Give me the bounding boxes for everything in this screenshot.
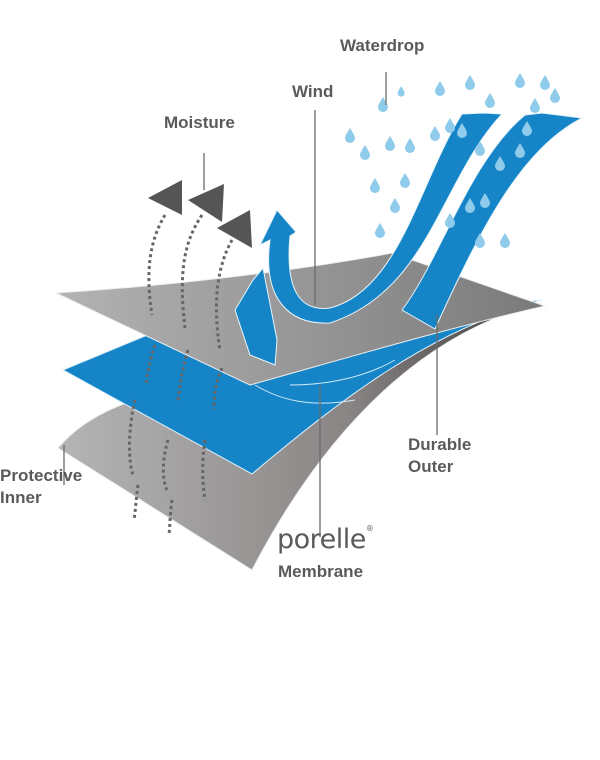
wind-label: Wind bbox=[292, 82, 334, 101]
durable-outer-line-1: Durable bbox=[408, 435, 472, 454]
arrow-icon bbox=[217, 210, 252, 248]
arrow-icon bbox=[188, 184, 224, 222]
protective-inner-line-1: Protective bbox=[0, 466, 83, 485]
leader-lines bbox=[63, 72, 438, 537]
registered-mark: ® bbox=[365, 524, 374, 533]
waterdrop-label: Waterdrop bbox=[340, 36, 425, 55]
porelle-logo: porelle® bbox=[277, 524, 374, 555]
durable-outer-line-2: Outer bbox=[408, 457, 454, 476]
protective-inner-line-2: Inner bbox=[0, 488, 42, 507]
protective-inner-label: Protective Inner bbox=[0, 465, 82, 509]
membrane-label: Membrane bbox=[278, 562, 364, 581]
wind-ribbon bbox=[258, 112, 504, 324]
porelle-logo-text: porelle bbox=[277, 524, 366, 555]
arrow-icon bbox=[148, 180, 182, 215]
durable-outer-label: Durable Outer bbox=[408, 434, 471, 478]
moisture-label: Moisture bbox=[164, 113, 235, 132]
moisture-dotted-paths bbox=[127, 214, 234, 536]
membrane-curve-lines bbox=[254, 359, 396, 404]
moisture-arrows bbox=[148, 180, 252, 248]
wind-deflected-piece bbox=[234, 266, 278, 366]
wind-ribbon-2 bbox=[401, 112, 584, 330]
